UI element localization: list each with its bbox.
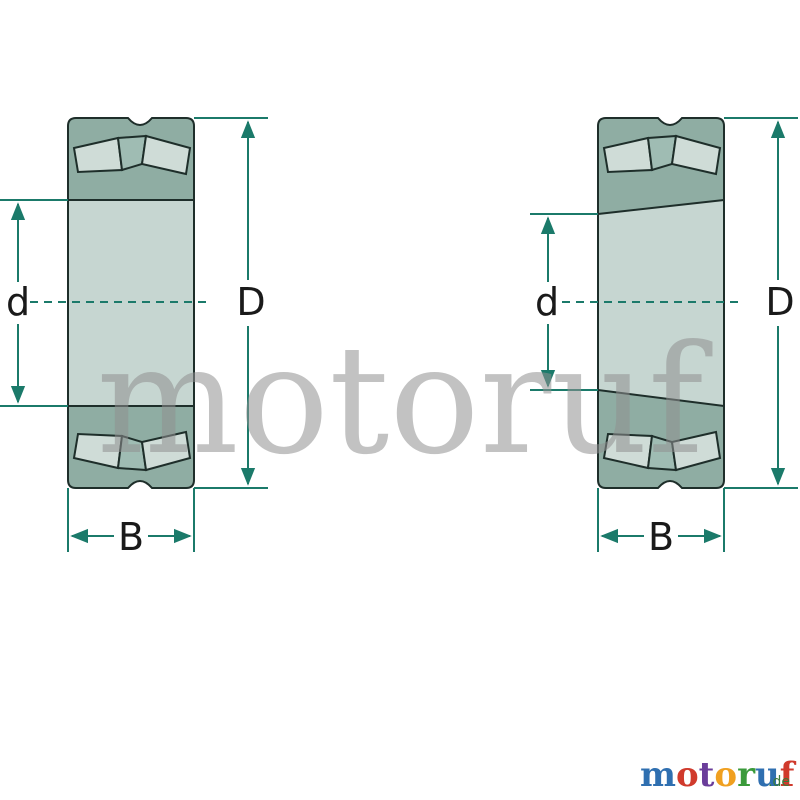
- logo-letter: t: [699, 755, 715, 795]
- logo-letter: f: [780, 755, 797, 795]
- logo-letter: o: [714, 755, 737, 795]
- right-top-rollers: [602, 134, 722, 176]
- right-bearing: d D B: [530, 117, 798, 559]
- left-outer-label: D: [236, 280, 265, 324]
- left-width-label: B: [118, 515, 144, 559]
- right-bore-label: d: [535, 280, 559, 324]
- right-outer-label: D: [765, 280, 794, 324]
- left-bore-label: d: [6, 280, 30, 324]
- left-bearing: d D B: [0, 117, 268, 559]
- logo-tld: .de: [768, 774, 790, 790]
- roller: [140, 430, 192, 472]
- right-bore-dimension: d: [530, 213, 598, 391]
- left-bore-dimension: d: [0, 199, 68, 407]
- left-width-dimension: B: [67, 488, 195, 559]
- roller: [140, 134, 192, 176]
- logo-letter: u: [755, 755, 780, 795]
- logo-letter: r: [737, 755, 756, 795]
- roller: [670, 134, 722, 176]
- right-width-dimension: B: [597, 488, 725, 559]
- left-top-rollers: [72, 134, 192, 176]
- logo-wordmark: motoruf: [640, 755, 797, 795]
- logo-letter: o: [676, 755, 699, 795]
- watermark-text: motoruf: [97, 314, 713, 488]
- right-bottom-rollers: [602, 430, 722, 472]
- left-bottom-rollers: [72, 430, 192, 472]
- roller: [670, 430, 722, 472]
- brand-logo: motoruf .de: [640, 755, 797, 795]
- right-width-label: B: [648, 515, 674, 559]
- right-outer-dimension: D: [724, 117, 798, 489]
- logo-letter: m: [640, 755, 676, 795]
- left-outer-dimension: D: [194, 117, 268, 489]
